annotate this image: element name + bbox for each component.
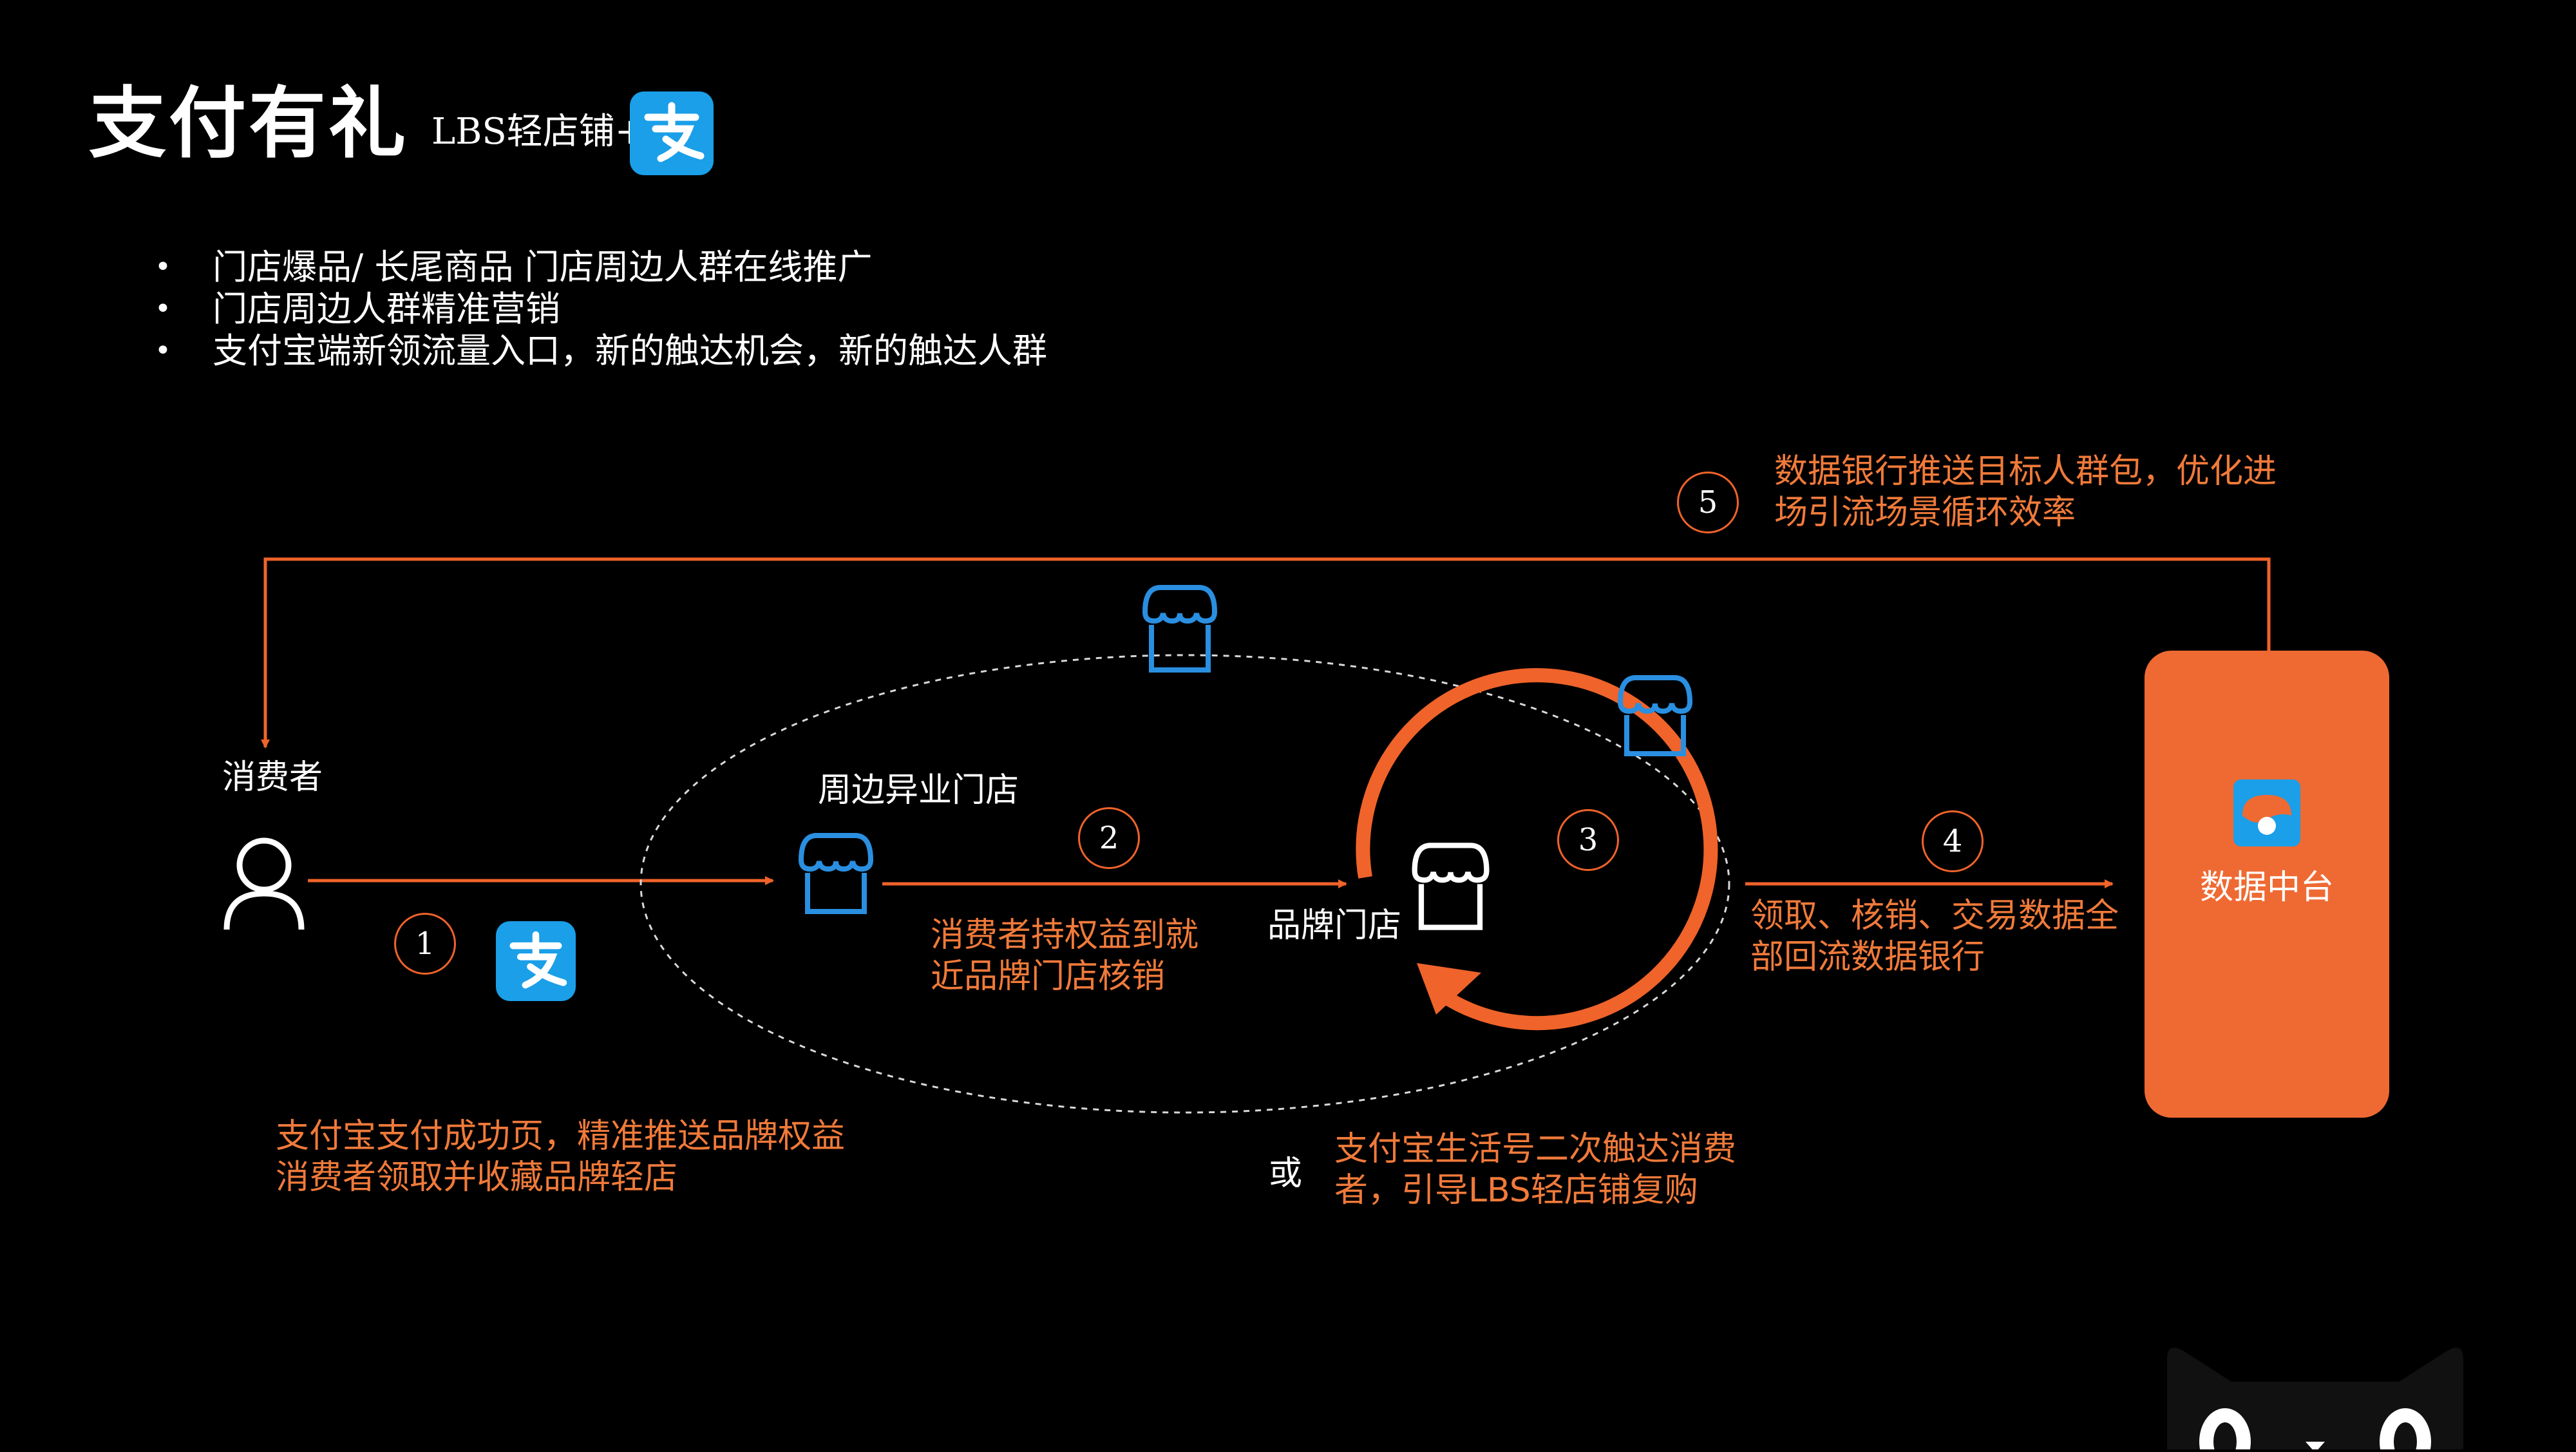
brand-store-label: 品牌门店: [1267, 906, 1402, 945]
data-center-label: 数据中台: [2199, 868, 2334, 907]
bullet-item: 门店周边人群精准营销: [155, 288, 1047, 330]
store-cluster-ellipse: [639, 654, 1730, 1114]
consumer-label: 消费者: [222, 758, 323, 797]
tmall-cat-icon: [2161, 1333, 2470, 1452]
step-4-text: 领取、核销、交易数据全 部回流数据银行: [1750, 897, 2119, 977]
loop-connector: [261, 557, 2271, 749]
step-4-badge: 4: [1922, 810, 1984, 872]
step-3-badge: 3: [1557, 809, 1619, 871]
cycle-arrow-head-icon: [1417, 963, 1481, 1015]
store-icon: [791, 828, 881, 921]
nearby-stores-label: 周边异业门店: [818, 771, 1019, 810]
step-5-text: 数据银行推送目标人群包，优化进 场引流场景循环效率: [1774, 452, 2277, 532]
step-5-badge: 5: [1677, 472, 1739, 533]
step-1-text: 支付宝支付成功页，精准推送品牌权益 消费者领取并收藏品牌轻店: [276, 1117, 846, 1197]
or-label: 或: [1269, 1154, 1303, 1193]
step-1-badge: 1: [394, 913, 456, 975]
alipay-logo-icon: [496, 921, 576, 1001]
store-icon: [1610, 670, 1700, 763]
page-title: 支付有礼: [89, 79, 408, 169]
step-2-text: 消费者持权益到就 近品牌门店核销: [931, 916, 1199, 996]
bullet-item: 门店爆品/ 长尾商品 门店周边人群在线推广: [155, 246, 1047, 288]
secondary-reach-text: 支付宝生活号二次触达消费 者，引导LBS轻店铺复购: [1334, 1130, 1737, 1210]
page-subtitle: LBS轻店铺+: [431, 111, 645, 153]
store-icon: [1404, 837, 1497, 937]
data-bank-icon: [2233, 779, 2300, 849]
data-center-panel: 数据中台: [2145, 651, 2389, 1118]
bullet-item: 支付宝端新领流量入口，新的触达机会，新的触达人群: [155, 330, 1047, 372]
store-icon: [1135, 580, 1225, 679]
bullet-list: 门店爆品/ 长尾商品 门店周边人群在线推广 门店周边人群精准营销 支付宝端新领流…: [155, 246, 1047, 372]
step-2-badge: 2: [1078, 807, 1140, 869]
user-icon: [219, 834, 309, 940]
alipay-logo-icon: [630, 91, 714, 175]
